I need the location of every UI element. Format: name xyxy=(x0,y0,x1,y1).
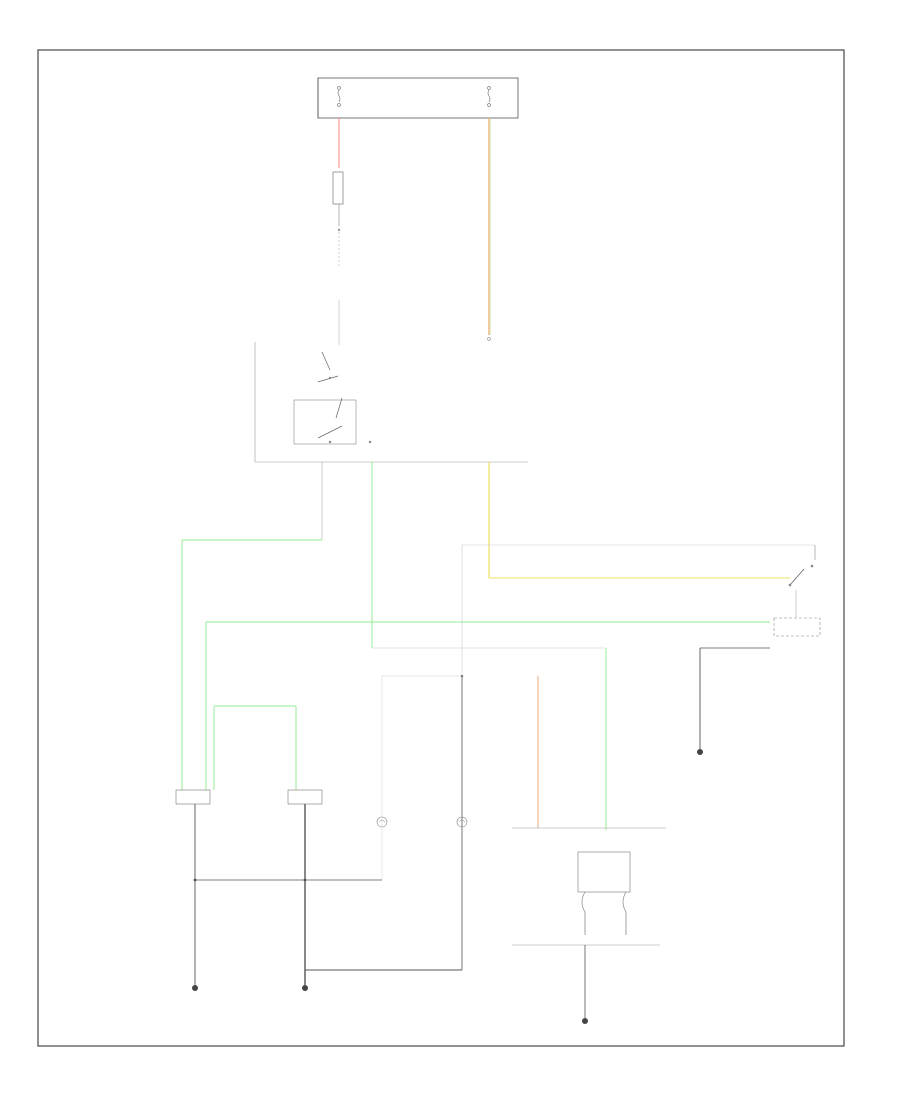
bulb-icon xyxy=(376,816,388,828)
left-rear-lamp-connector xyxy=(175,789,211,805)
ground-icon xyxy=(192,985,198,991)
splice-icon xyxy=(303,878,307,882)
ground-icon xyxy=(302,985,308,991)
cruise-control-module xyxy=(773,545,821,637)
splice-icon xyxy=(193,878,197,882)
fuse-box xyxy=(317,77,519,119)
connector-icon xyxy=(487,337,491,341)
fuse-right-icon xyxy=(487,86,491,107)
splice-icon xyxy=(337,228,341,232)
fuse-left-icon xyxy=(337,86,341,107)
brake-switch xyxy=(254,342,528,463)
ground-icon xyxy=(582,1018,588,1024)
center-high-mount-component xyxy=(577,851,631,913)
diagram-frame xyxy=(37,49,845,1047)
rear-lamp-connector-2 xyxy=(287,789,323,805)
bulb-icon xyxy=(456,816,468,828)
lamp-monitor-component xyxy=(332,171,344,205)
ground-icon xyxy=(697,749,703,755)
green-wires xyxy=(181,539,770,830)
